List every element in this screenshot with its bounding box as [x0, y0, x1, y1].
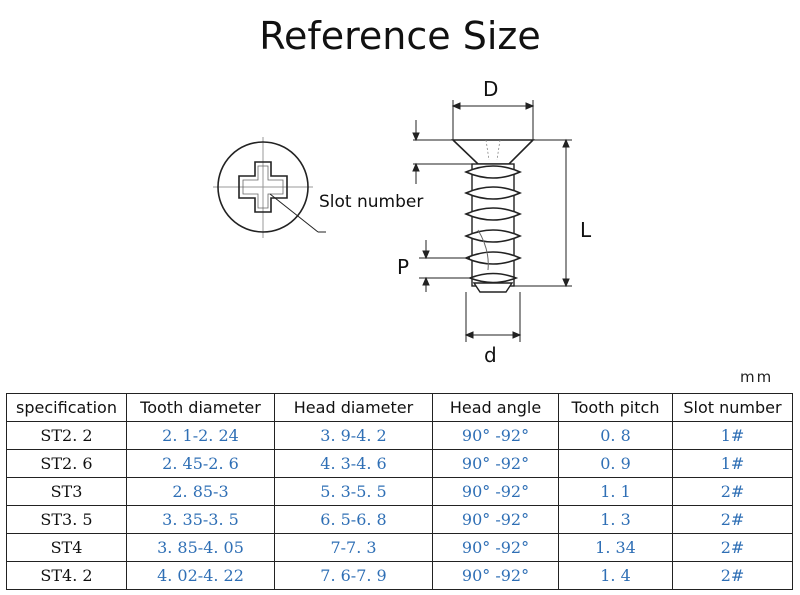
cell-specification: ST2. 6	[6, 449, 127, 478]
cell-slot-number: 2#	[672, 561, 793, 590]
cell-tooth-diameter: 2. 85-3	[126, 477, 275, 506]
table-header-row: specification Tooth diameter Head diamet…	[6, 393, 793, 422]
cell-slot-number: 2#	[672, 533, 793, 562]
table-row: ST2. 2 2. 1-2. 24 3. 9-4. 2 90° -92° 0. …	[6, 421, 793, 450]
screw-diagram: Slot number D	[213, 77, 592, 367]
dimension-l-length	[514, 138, 572, 288]
cell-slot-number: 1#	[672, 421, 793, 450]
cell-head-diameter: 3. 9-4. 2	[274, 421, 433, 450]
header-head-angle: Head angle	[432, 393, 559, 422]
cell-tooth-pitch: 1. 34	[558, 533, 673, 562]
header-specification: specification	[6, 393, 127, 422]
cell-head-angle: 90° -92°	[432, 533, 559, 562]
table-row: ST2. 6 2. 45-2. 6 4. 3-4. 6 90° -92° 0. …	[6, 449, 793, 478]
cell-head-angle: 90° -92°	[432, 449, 559, 478]
table-row: ST3 2. 85-3 5. 3-5. 5 90° -92° 1. 1 2#	[6, 477, 793, 506]
cell-head-angle: 90° -92°	[432, 561, 559, 590]
cell-specification: ST4. 2	[6, 561, 127, 590]
dimension-D-label: D	[483, 77, 498, 101]
header-tooth-diameter: Tooth diameter	[126, 393, 275, 422]
cell-tooth-pitch: 1. 4	[558, 561, 673, 590]
dimension-L-label: L	[580, 218, 592, 242]
dimension-P-label: P	[397, 255, 409, 279]
screw-head-top-view	[213, 137, 326, 238]
table-row: ST3. 5 3. 35-3. 5 6. 5-6. 8 90° -92° 1. …	[6, 505, 793, 534]
cell-head-angle: 90° -92°	[432, 505, 559, 534]
header-head-diameter: Head diameter	[274, 393, 433, 422]
dimension-d-head	[451, 100, 535, 140]
dimension-head-height	[412, 120, 478, 184]
cell-tooth-pitch: 0. 8	[558, 421, 673, 450]
cell-slot-number: 2#	[672, 477, 793, 506]
cell-slot-number: 1#	[672, 449, 793, 478]
specification-table: specification Tooth diameter Head diamet…	[6, 393, 793, 590]
cell-slot-number: 2#	[672, 505, 793, 534]
header-tooth-pitch: Tooth pitch	[558, 393, 673, 422]
dimension-p-pitch	[419, 240, 470, 292]
screw-side-view	[451, 139, 535, 293]
cell-head-diameter: 7-7. 3	[274, 533, 433, 562]
cell-tooth-pitch: 0. 9	[558, 449, 673, 478]
table-row: ST4 3. 85-4. 05 7-7. 3 90° -92° 1. 34 2#	[6, 533, 793, 562]
cell-tooth-diameter: 3. 35-3. 5	[126, 505, 275, 534]
cell-tooth-pitch: 1. 3	[558, 505, 673, 534]
cell-specification: ST3. 5	[6, 505, 127, 534]
page-title: Reference Size	[259, 14, 541, 58]
cell-head-angle: 90° -92°	[432, 421, 559, 450]
cell-tooth-diameter: 2. 45-2. 6	[126, 449, 275, 478]
cell-tooth-pitch: 1. 1	[558, 477, 673, 506]
cell-tooth-diameter: 2. 1-2. 24	[126, 421, 275, 450]
cell-specification: ST4	[6, 533, 127, 562]
cell-tooth-diameter: 3. 85-4. 05	[126, 533, 275, 562]
slot-number-label: Slot number	[319, 192, 423, 212]
cell-head-diameter: 5. 3-5. 5	[274, 477, 433, 506]
unit-label: mm	[740, 368, 774, 386]
cell-specification: ST3	[6, 477, 127, 506]
table-row: ST4. 2 4. 02-4. 22 7. 6-7. 9 90° -92° 1.…	[6, 561, 793, 590]
dimension-d-shank	[464, 292, 522, 342]
cell-head-diameter: 4. 3-4. 6	[274, 449, 433, 478]
cell-head-angle: 90° -92°	[432, 477, 559, 506]
header-slot-number: Slot number	[672, 393, 793, 422]
cell-specification: ST2. 2	[6, 421, 127, 450]
dimension-d-label: d	[484, 343, 497, 367]
cell-tooth-diameter: 4. 02-4. 22	[126, 561, 275, 590]
cell-head-diameter: 7. 6-7. 9	[274, 561, 433, 590]
cell-head-diameter: 6. 5-6. 8	[274, 505, 433, 534]
